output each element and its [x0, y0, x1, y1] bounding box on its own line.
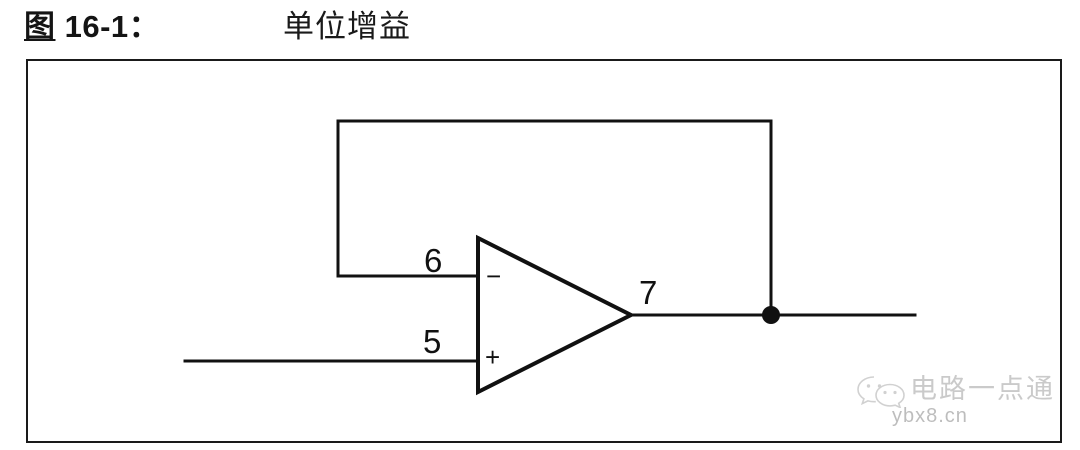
noninverting-input-plus-icon: +: [485, 342, 501, 372]
pin-label-5: 5: [423, 323, 442, 360]
wechat-logo-icon: [857, 376, 905, 408]
figure-number-rest: 16-1：: [55, 9, 161, 44]
watermark: 电路一点通 ybx8.cn: [852, 372, 1062, 434]
figure-number-cjk: 图: [24, 9, 56, 44]
pin-label-7: 7: [639, 274, 658, 311]
pin-label-6: 6: [424, 242, 443, 279]
figure-number: 图 16-1：: [24, 6, 160, 48]
figure-title: 单位增益: [283, 9, 411, 44]
watermark-brand-text: 电路一点通: [910, 374, 1055, 404]
figure-caption: 图 16-1： 单位增益: [0, 0, 1080, 58]
inverting-input-minus-icon: −: [486, 261, 502, 291]
watermark-url-text: ybx8.cn: [892, 405, 968, 427]
